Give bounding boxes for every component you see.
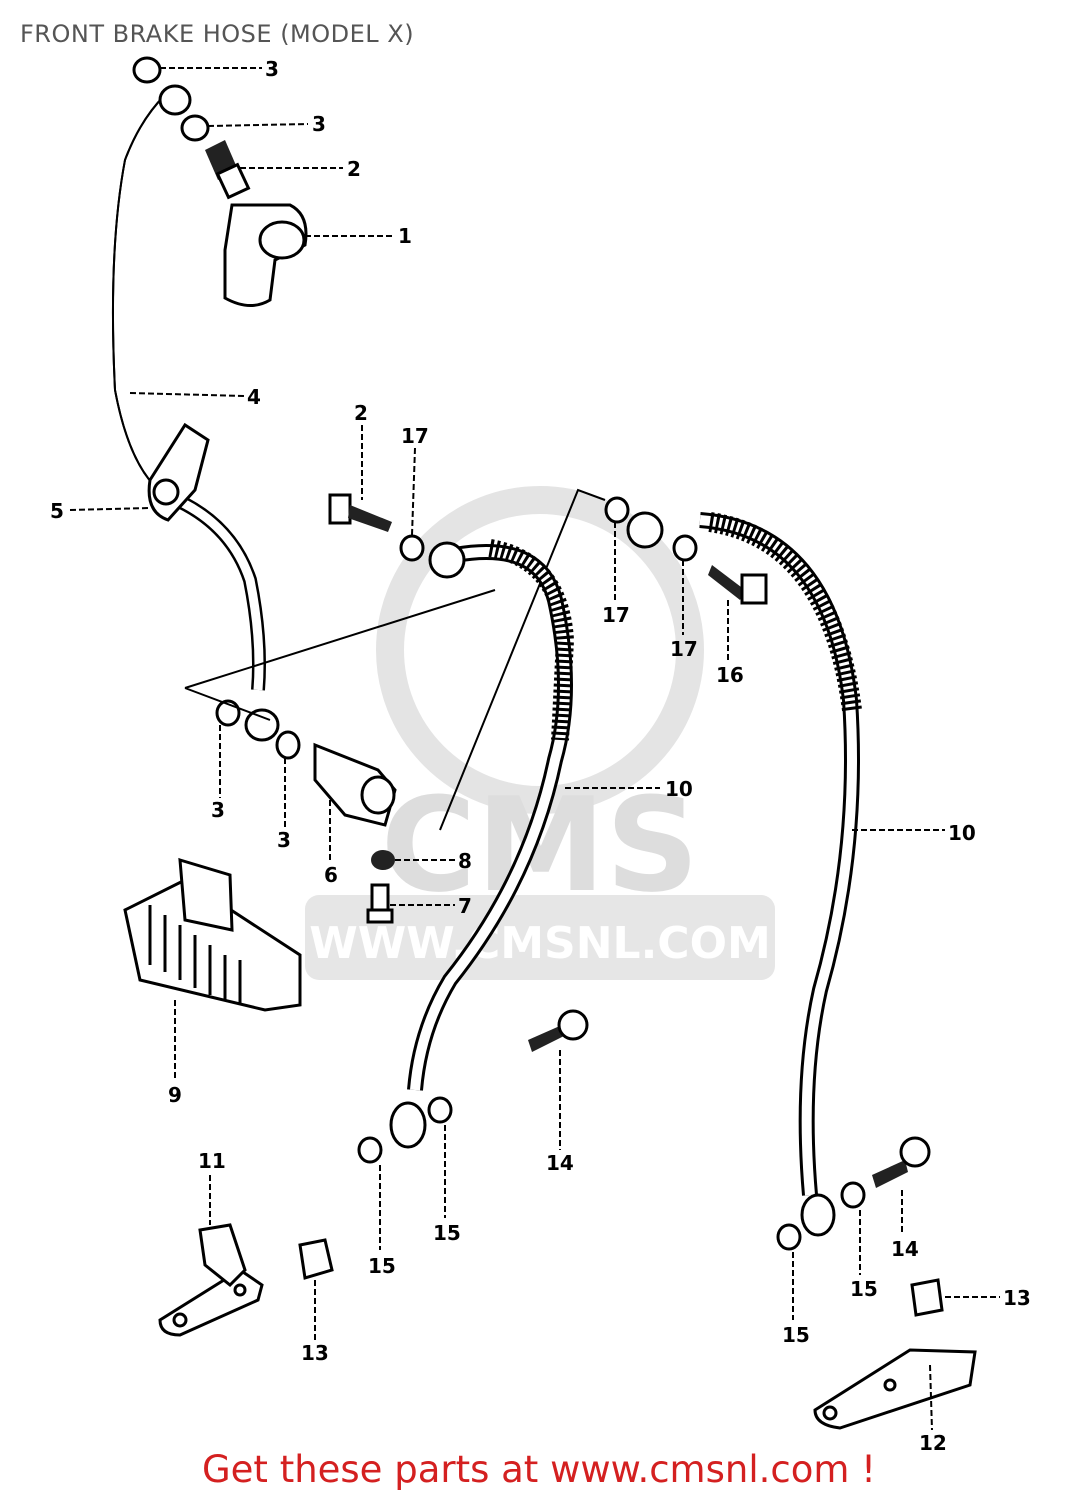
part-3-washer-b bbox=[180, 114, 210, 142]
part-9-cover bbox=[123, 857, 302, 1012]
part-5-bracket bbox=[147, 422, 210, 522]
part-17-washer-c bbox=[672, 534, 698, 562]
callout-3: 3 bbox=[211, 798, 225, 822]
callout-11: 11 bbox=[198, 1149, 226, 1173]
callout-8: 8 bbox=[458, 849, 472, 873]
leader-lines bbox=[69, 67, 1000, 1431]
part-10-hose-b bbox=[626, 511, 862, 1237]
part-15-washer-b bbox=[427, 1096, 453, 1124]
callout-13: 13 bbox=[1003, 1286, 1031, 1310]
part-1-switch bbox=[223, 203, 308, 307]
callout-6: 6 bbox=[324, 863, 338, 887]
part-7-bolt bbox=[366, 883, 394, 924]
callout-14: 14 bbox=[546, 1151, 574, 1175]
footer-link[interactable]: Get these parts at www.cmsnl.com ! bbox=[201, 1448, 876, 1491]
part-16-bolt bbox=[708, 565, 768, 605]
callout-15: 15 bbox=[433, 1221, 461, 1245]
part-4-hose bbox=[111, 84, 280, 742]
callout-15: 15 bbox=[850, 1277, 878, 1301]
part-3-washer-d bbox=[275, 730, 301, 760]
callout-2: 2 bbox=[347, 157, 361, 181]
part-8-cap bbox=[371, 850, 395, 870]
part-2-bolt-mid bbox=[328, 493, 392, 532]
part-2-bolt-top bbox=[205, 140, 251, 200]
part-6-junction bbox=[313, 742, 397, 827]
callout-4: 4 bbox=[247, 385, 261, 409]
callout-1: 1 bbox=[398, 224, 412, 248]
callout-13: 13 bbox=[301, 1341, 329, 1365]
part-15-washer-c bbox=[840, 1181, 866, 1209]
callout-17: 17 bbox=[670, 637, 698, 661]
part-10-hose-a bbox=[389, 539, 575, 1149]
callout-16: 16 bbox=[716, 663, 744, 687]
callout-2: 2 bbox=[354, 401, 368, 425]
watermark-url: WWW.CMSNL.COM bbox=[309, 918, 771, 969]
callout-15: 15 bbox=[368, 1254, 396, 1278]
part-12-bracket bbox=[813, 1348, 977, 1430]
callout-14: 14 bbox=[891, 1237, 919, 1261]
part-3-washer-a bbox=[132, 56, 162, 84]
watermark-banner bbox=[305, 895, 775, 980]
page-title: FRONT BRAKE HOSE (MODEL X) bbox=[20, 20, 415, 48]
callout-7: 7 bbox=[458, 894, 472, 918]
callout-15: 15 bbox=[782, 1323, 810, 1347]
callout-labels: 3 3 2 1 4 5 2 17 17 17 16 3 3 6 10 10 8 … bbox=[50, 57, 1031, 1455]
callout-10: 10 bbox=[948, 821, 976, 845]
part-17-washer-a bbox=[399, 534, 425, 562]
callout-3: 3 bbox=[277, 828, 291, 852]
callout-10: 10 bbox=[665, 777, 693, 801]
callout-17: 17 bbox=[602, 603, 630, 627]
part-14-bolt-b bbox=[872, 1136, 931, 1188]
part-13-grommet-b bbox=[910, 1278, 944, 1317]
callout-12: 12 bbox=[919, 1431, 947, 1455]
part-15-washer-d bbox=[776, 1223, 802, 1251]
callout-9: 9 bbox=[168, 1083, 182, 1107]
callout-3: 3 bbox=[312, 112, 326, 136]
part-11-bracket bbox=[158, 1223, 264, 1337]
callout-3: 3 bbox=[265, 57, 279, 81]
callout-5: 5 bbox=[50, 499, 64, 523]
part-14-bolt-a bbox=[528, 1009, 589, 1052]
callout-17: 17 bbox=[401, 424, 429, 448]
watermark: CMS WWW.CMSNL.COM bbox=[305, 486, 775, 980]
part-17-washer-b bbox=[604, 496, 630, 524]
part-13-grommet-a bbox=[298, 1238, 334, 1280]
part-15-washer-a bbox=[357, 1136, 383, 1164]
assembly-guide-lines bbox=[184, 488, 606, 831]
